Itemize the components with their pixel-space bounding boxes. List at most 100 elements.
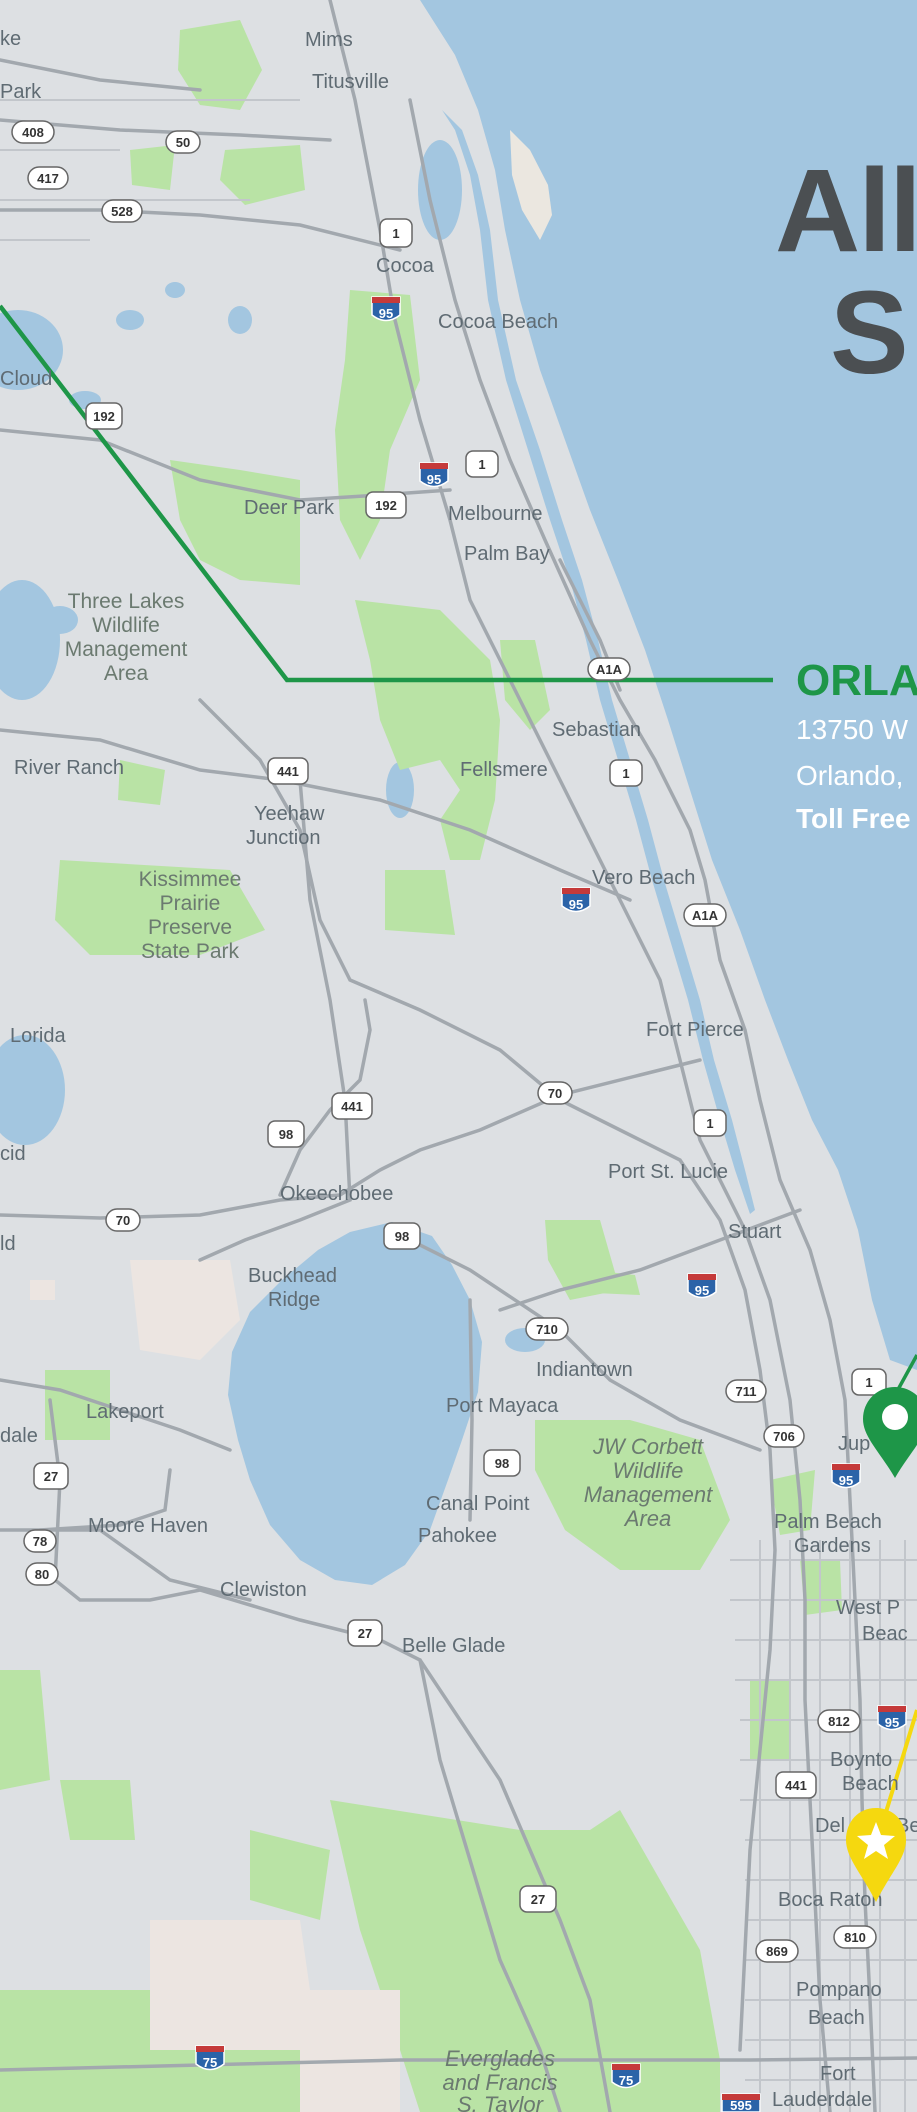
star-pin-icon[interactable] [846,1808,906,1902]
svg-text:417: 417 [37,171,59,186]
state-shield: 50 [165,130,201,154]
place-label: Ridge [268,1289,320,1311]
place-label: ld [0,1233,16,1255]
state-shield: 80 [25,1562,59,1586]
page-title-line1: All [775,145,917,277]
interstate-shield: 75 [611,2063,641,2089]
svg-text:50: 50 [176,135,190,150]
place-label: Deer Park [244,497,335,519]
us-shield: 27 [347,1619,383,1647]
place-label: Moore Haven [88,1515,208,1537]
svg-text:75: 75 [203,2055,217,2070]
park-label: Management [584,1482,713,1507]
svg-text:595: 595 [730,2098,752,2112]
place-label: Stuart [728,1221,782,1243]
park-label: JW Corbett [592,1434,704,1459]
svg-text:78: 78 [33,1534,47,1549]
us-shield: 1 [851,1368,887,1396]
route-441 [198,778,352,1262]
svg-text:27: 27 [531,1892,545,1907]
us-shield: 98 [267,1120,305,1148]
svg-text:1: 1 [622,766,629,781]
state-shield: 869 [755,1939,799,1963]
us-shield: 98 [483,1449,521,1477]
park-label: Wildlife [92,614,160,637]
state-shield: 711 [725,1379,767,1403]
interstate-shield: 95 [561,887,591,913]
interstate-shield: 95 [419,462,449,488]
place-label: Port St. Lucie [608,1161,728,1183]
park-label: Area [104,662,149,685]
svg-text:95: 95 [379,306,393,321]
svg-text:1: 1 [706,1116,713,1131]
route-27-south [418,1658,562,2112]
state-shield: A1A [587,657,631,681]
place-label: Del [815,1815,845,1837]
us-shield: 27 [33,1462,69,1490]
place-label: Indiantown [536,1359,633,1381]
place-label: Port Mayaca [446,1395,559,1417]
office-card: ORLA 13750 W Orlando, Toll Free [796,655,917,839]
svg-text:A1A: A1A [596,662,623,677]
svg-text:810: 810 [844,1930,866,1945]
route-moore-haven [38,1468,172,1532]
us-shield: 192 [365,491,407,519]
svg-text:95: 95 [427,472,441,487]
svg-text:98: 98 [495,1456,509,1471]
lake-kissimmee [0,580,60,700]
place-label: Boynto [830,1749,892,1771]
beach-sand [510,130,552,240]
park-label: S. Taylor [457,2092,545,2112]
place-label: Cocoa [376,255,435,277]
state-shield: 417 [27,166,69,190]
svg-text:75: 75 [619,2073,633,2088]
interstate-shield: 95 [687,1273,717,1299]
interstate-shield: 95 [371,296,401,322]
place-label: cid [0,1143,26,1165]
svg-text:706: 706 [773,1429,795,1444]
park-label: Three Lakes [68,590,185,613]
place-label: Mims [305,29,353,51]
place-label: Vero Beach [592,867,695,889]
place-label: Clewiston [220,1579,307,1601]
place-label: Fellsmere [460,759,548,781]
park-label: Prairie [160,892,221,915]
lake-okeechobee [228,1222,482,1585]
svg-text:98: 98 [279,1127,293,1142]
place-label: Palm Bay [464,543,550,565]
svg-text:95: 95 [569,897,583,912]
map-pin-icon[interactable] [863,1387,917,1478]
state-shield: 810 [833,1925,877,1949]
state-shield: 710 [525,1317,569,1341]
us-shield: 1 [465,450,499,478]
place-label: Beach [842,1773,899,1795]
place-label: Beac [862,1623,908,1645]
svg-text:1: 1 [392,226,399,241]
us-shield: 1 [609,759,643,787]
place-label: Fort Pierce [646,1019,744,1041]
place-label: Pahokee [418,1525,497,1547]
place-label: River Ranch [14,757,124,779]
route-98-south [388,1228,762,1452]
svg-text:95: 95 [839,1473,853,1488]
place-label: Titusville [312,71,389,93]
route-lakeport [0,1378,232,1452]
route-528 [0,208,402,252]
office-address-line2: Orlando, [796,760,904,791]
svg-text:192: 192 [375,498,397,513]
us1-road [408,98,877,2112]
us-shield: 27 [519,1885,557,1913]
office-name: ORLA [796,656,917,705]
park-label: Management [65,638,188,661]
office-phone[interactable]: Toll Free [796,803,911,834]
office-address-line1: 13750 W [796,714,909,745]
place-label: Fort [820,2063,856,2085]
svg-text:95: 95 [885,1715,899,1730]
us-shield: 441 [267,757,309,785]
svg-text:441: 441 [785,1778,807,1793]
us-shield: 1 [379,218,413,248]
place-label: Cloud [0,368,52,390]
route-70 [0,1058,702,1220]
place-label: Okeechobee [280,1183,393,1205]
